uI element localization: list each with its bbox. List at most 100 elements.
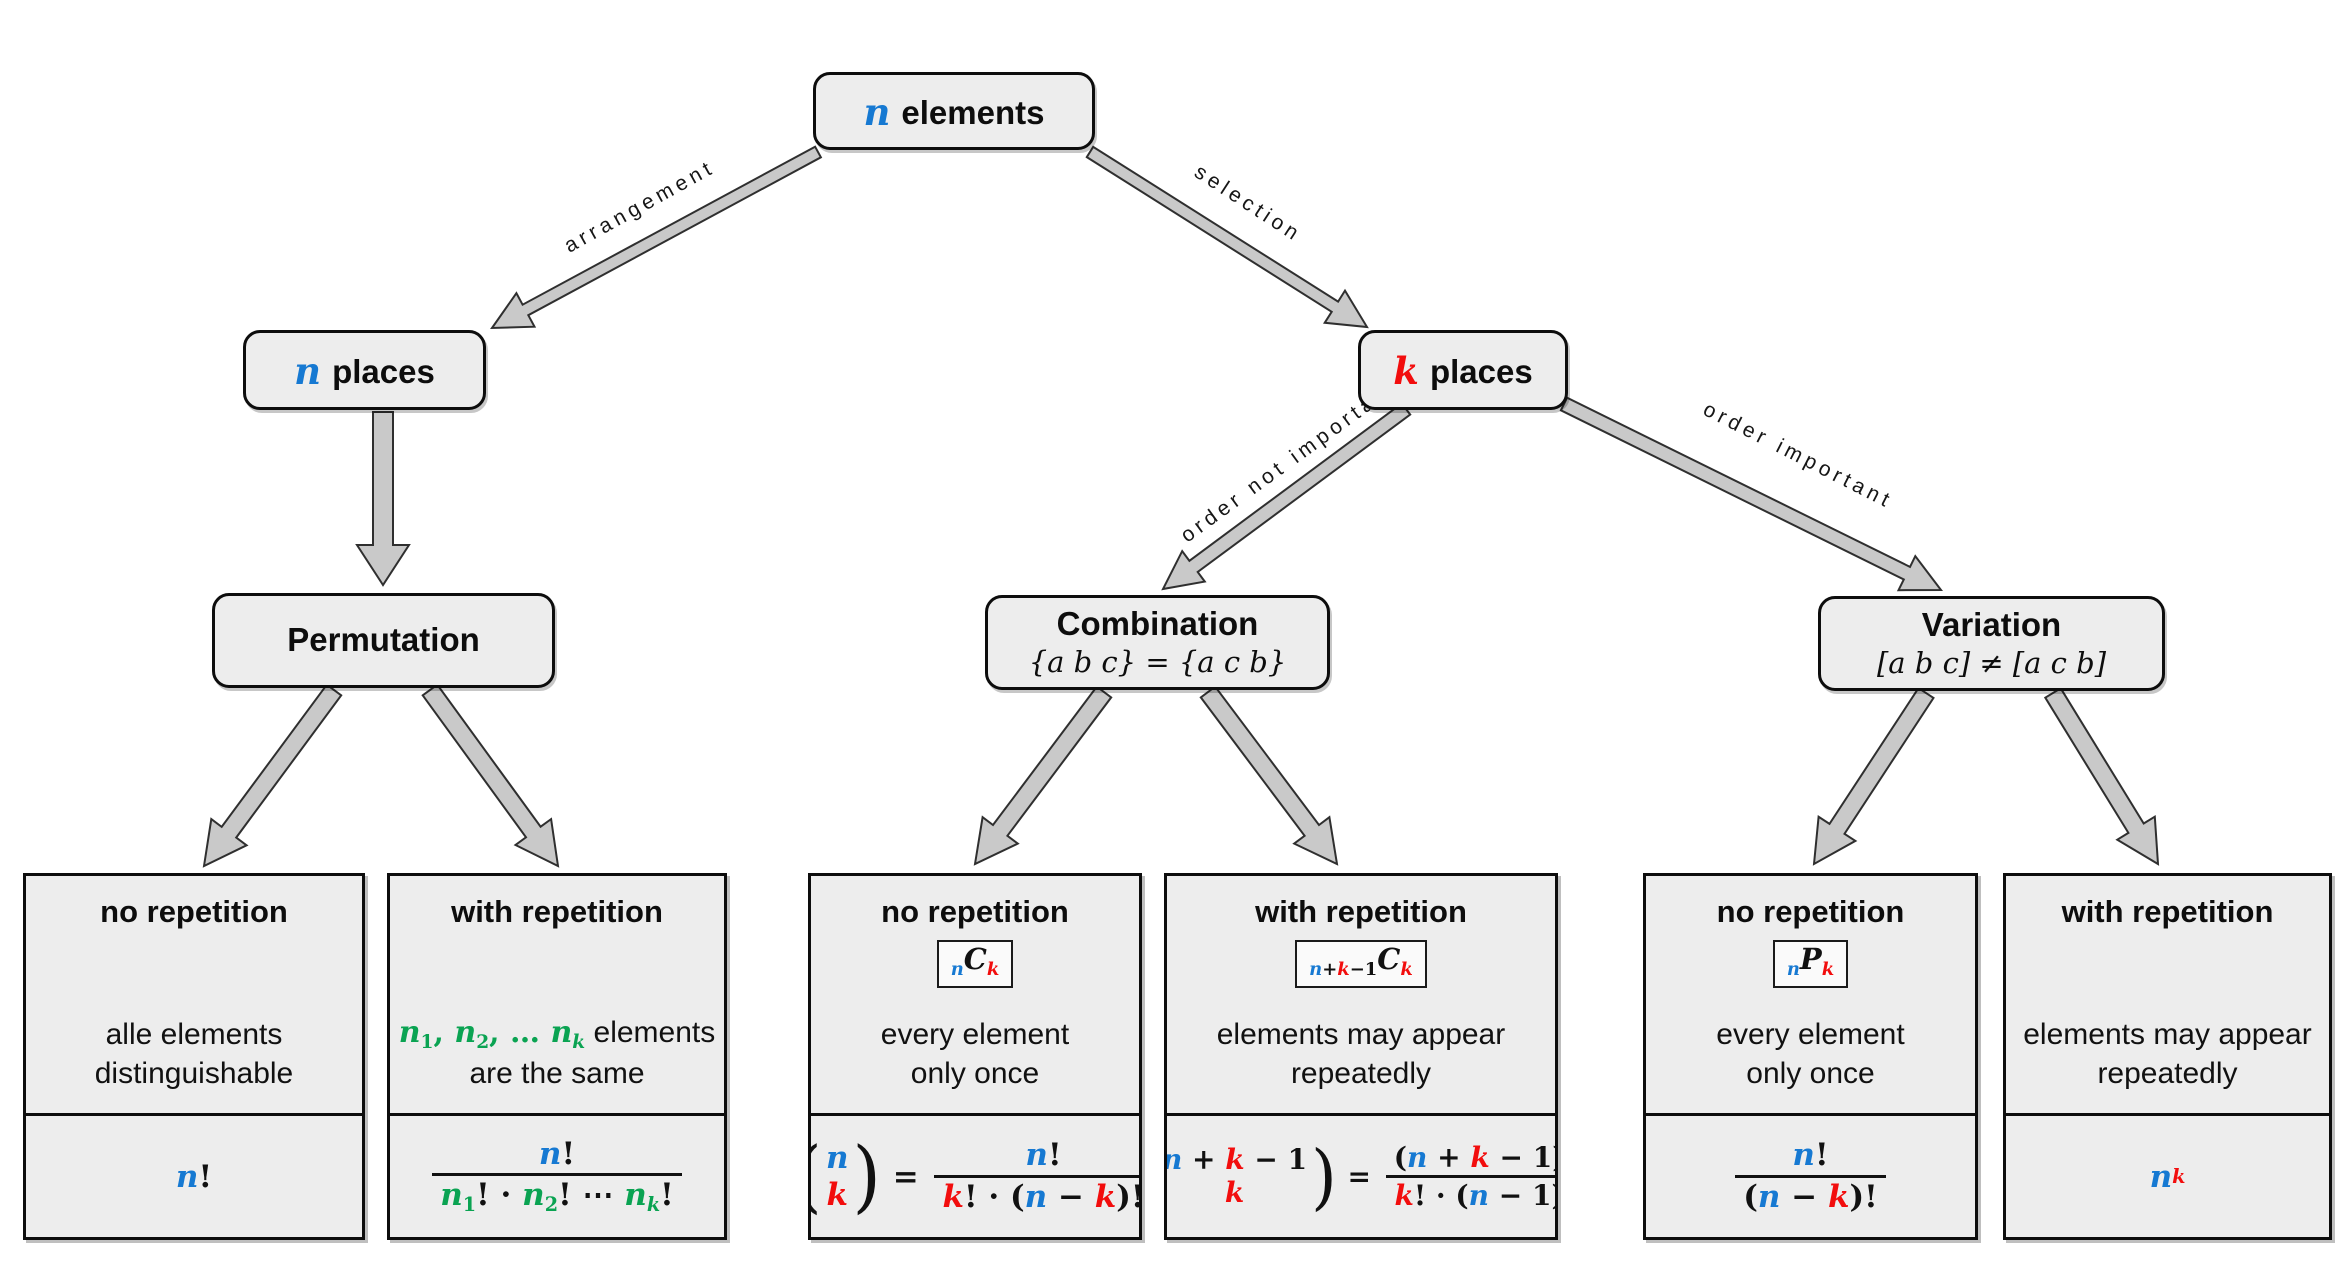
- card-header: no repetition: [100, 894, 288, 929]
- math-token: 2: [476, 1031, 490, 1053]
- math-token: k: [826, 1176, 848, 1213]
- math-token: n: [1025, 1137, 1048, 1174]
- math-token: =: [1337, 1160, 1381, 1193]
- math-token: −: [1244, 1143, 1288, 1177]
- math-token: n: [825, 1139, 849, 1176]
- card-header: with repetition: [1255, 894, 1467, 929]
- math-token: n: [1468, 1179, 1490, 1212]
- body-line: alle elements: [95, 1016, 293, 1054]
- math-token: elements may appear: [1216, 1018, 1506, 1052]
- body-line: repeatedly: [2023, 1055, 2312, 1093]
- math-token: n: [1024, 1179, 1048, 1215]
- math-token: repeatedly: [2097, 1056, 2238, 1090]
- flow-arrow: [973, 685, 1113, 866]
- math-token: ⋯: [571, 1177, 625, 1214]
- math-token: k: [2172, 1165, 2186, 1188]
- math-token: k: [572, 1031, 586, 1053]
- math-token: alle elements: [105, 1018, 283, 1052]
- math-token: n: [538, 1135, 562, 1172]
- math-token: ·: [489, 1177, 523, 1214]
- flow-arrow: [1199, 685, 1339, 866]
- math-token: n: [440, 1177, 463, 1214]
- math-token: −: [1780, 1179, 1828, 1215]
- card-top: no repetition nPk every element only once: [1646, 876, 1975, 1116]
- math-token: 1: [420, 1031, 434, 1053]
- math-token: 1: [1532, 1140, 1553, 1174]
- math-token: ·: [977, 1179, 1010, 1215]
- math-token: k: [1337, 958, 1350, 980]
- math-token: ,: [433, 1014, 455, 1050]
- body-line: only once: [1716, 1055, 1904, 1093]
- math-token: k: [1821, 958, 1835, 980]
- body-line: are the same: [399, 1055, 716, 1093]
- node-variation-example: [a b c] ≠ [a c b]: [1876, 646, 2107, 681]
- math-token: k: [646, 1193, 661, 1217]
- fraction: (n + k − 1)!k! · (n − 1)!: [1386, 1140, 1555, 1213]
- math-token: n: [454, 1014, 477, 1050]
- math-token: +: [1182, 1143, 1226, 1177]
- formula-falling-factorial: n!(n − k)!: [1646, 1116, 1975, 1237]
- math-token: !: [558, 1177, 572, 1214]
- math-token: n: [522, 1177, 545, 1214]
- card-header: with repetition: [451, 894, 663, 929]
- math-token: n: [398, 1014, 421, 1050]
- fraction: n!(n − k)!: [1735, 1136, 1886, 1216]
- math-token: every element: [1716, 1018, 1905, 1052]
- card-combination-with-repetition: with repetition n+k−1Ck elements may app…: [1164, 873, 1558, 1240]
- math-token: P: [1799, 942, 1822, 976]
- node-n-places-label: places: [332, 352, 435, 390]
- math-token: −1: [1349, 958, 1378, 980]
- math-token: k: [1224, 1175, 1245, 1209]
- math-token: k: [1225, 1143, 1245, 1177]
- card-header: with repetition: [2061, 894, 2274, 929]
- flow-arrow: [1812, 686, 1935, 866]
- body-line: every element: [1716, 1016, 1904, 1054]
- math-token: 2: [544, 1193, 559, 1217]
- variable-n: n: [863, 89, 891, 134]
- math-token: k: [986, 958, 1000, 980]
- flow-arrow: [1559, 396, 1944, 592]
- flow-arrow: [490, 145, 823, 330]
- math-token: !: [1814, 1137, 1829, 1174]
- math-token: k: [942, 1179, 964, 1215]
- math-token: elements: [585, 1015, 716, 1049]
- node-combination-title: Combination: [1056, 604, 1259, 642]
- card-header: no repetition: [1716, 894, 1905, 929]
- notation-badge-nPk: nPk: [1772, 940, 1849, 988]
- body-line: distinguishable: [95, 1055, 293, 1093]
- node-k-places-label: places: [1429, 352, 1533, 390]
- fraction: n!n1! · n2! ⋯ nk!: [432, 1135, 682, 1218]
- math-token: !: [476, 1177, 490, 1214]
- node-combination-example: {a b c} = {a c b}: [1028, 645, 1287, 680]
- math-token: (: [1455, 1179, 1469, 1212]
- math-token: =: [881, 1158, 930, 1195]
- node-permutation-title: Permutation: [287, 621, 480, 659]
- math-token: only once: [1746, 1056, 1875, 1090]
- math-token: −: [1489, 1140, 1533, 1174]
- notation-badge-n+k-1Ck: n+k−1Ck: [1295, 940, 1427, 988]
- math-token: !: [198, 1158, 213, 1195]
- math-token: k: [1828, 1179, 1850, 1215]
- body-line: elements may appear: [2023, 1016, 2312, 1054]
- card-top: with repetition n+k−1Ck elements may app…: [1167, 876, 1555, 1116]
- card-header: no repetition: [881, 894, 1069, 929]
- math-token: C: [963, 942, 987, 976]
- body-line: elements may appear: [1217, 1016, 1506, 1054]
- math-token: (: [1009, 1179, 1025, 1215]
- math-token: )!: [1551, 1179, 1555, 1212]
- math-token: )!: [1849, 1179, 1878, 1215]
- notation-badge-nCk: nCk: [936, 940, 1014, 988]
